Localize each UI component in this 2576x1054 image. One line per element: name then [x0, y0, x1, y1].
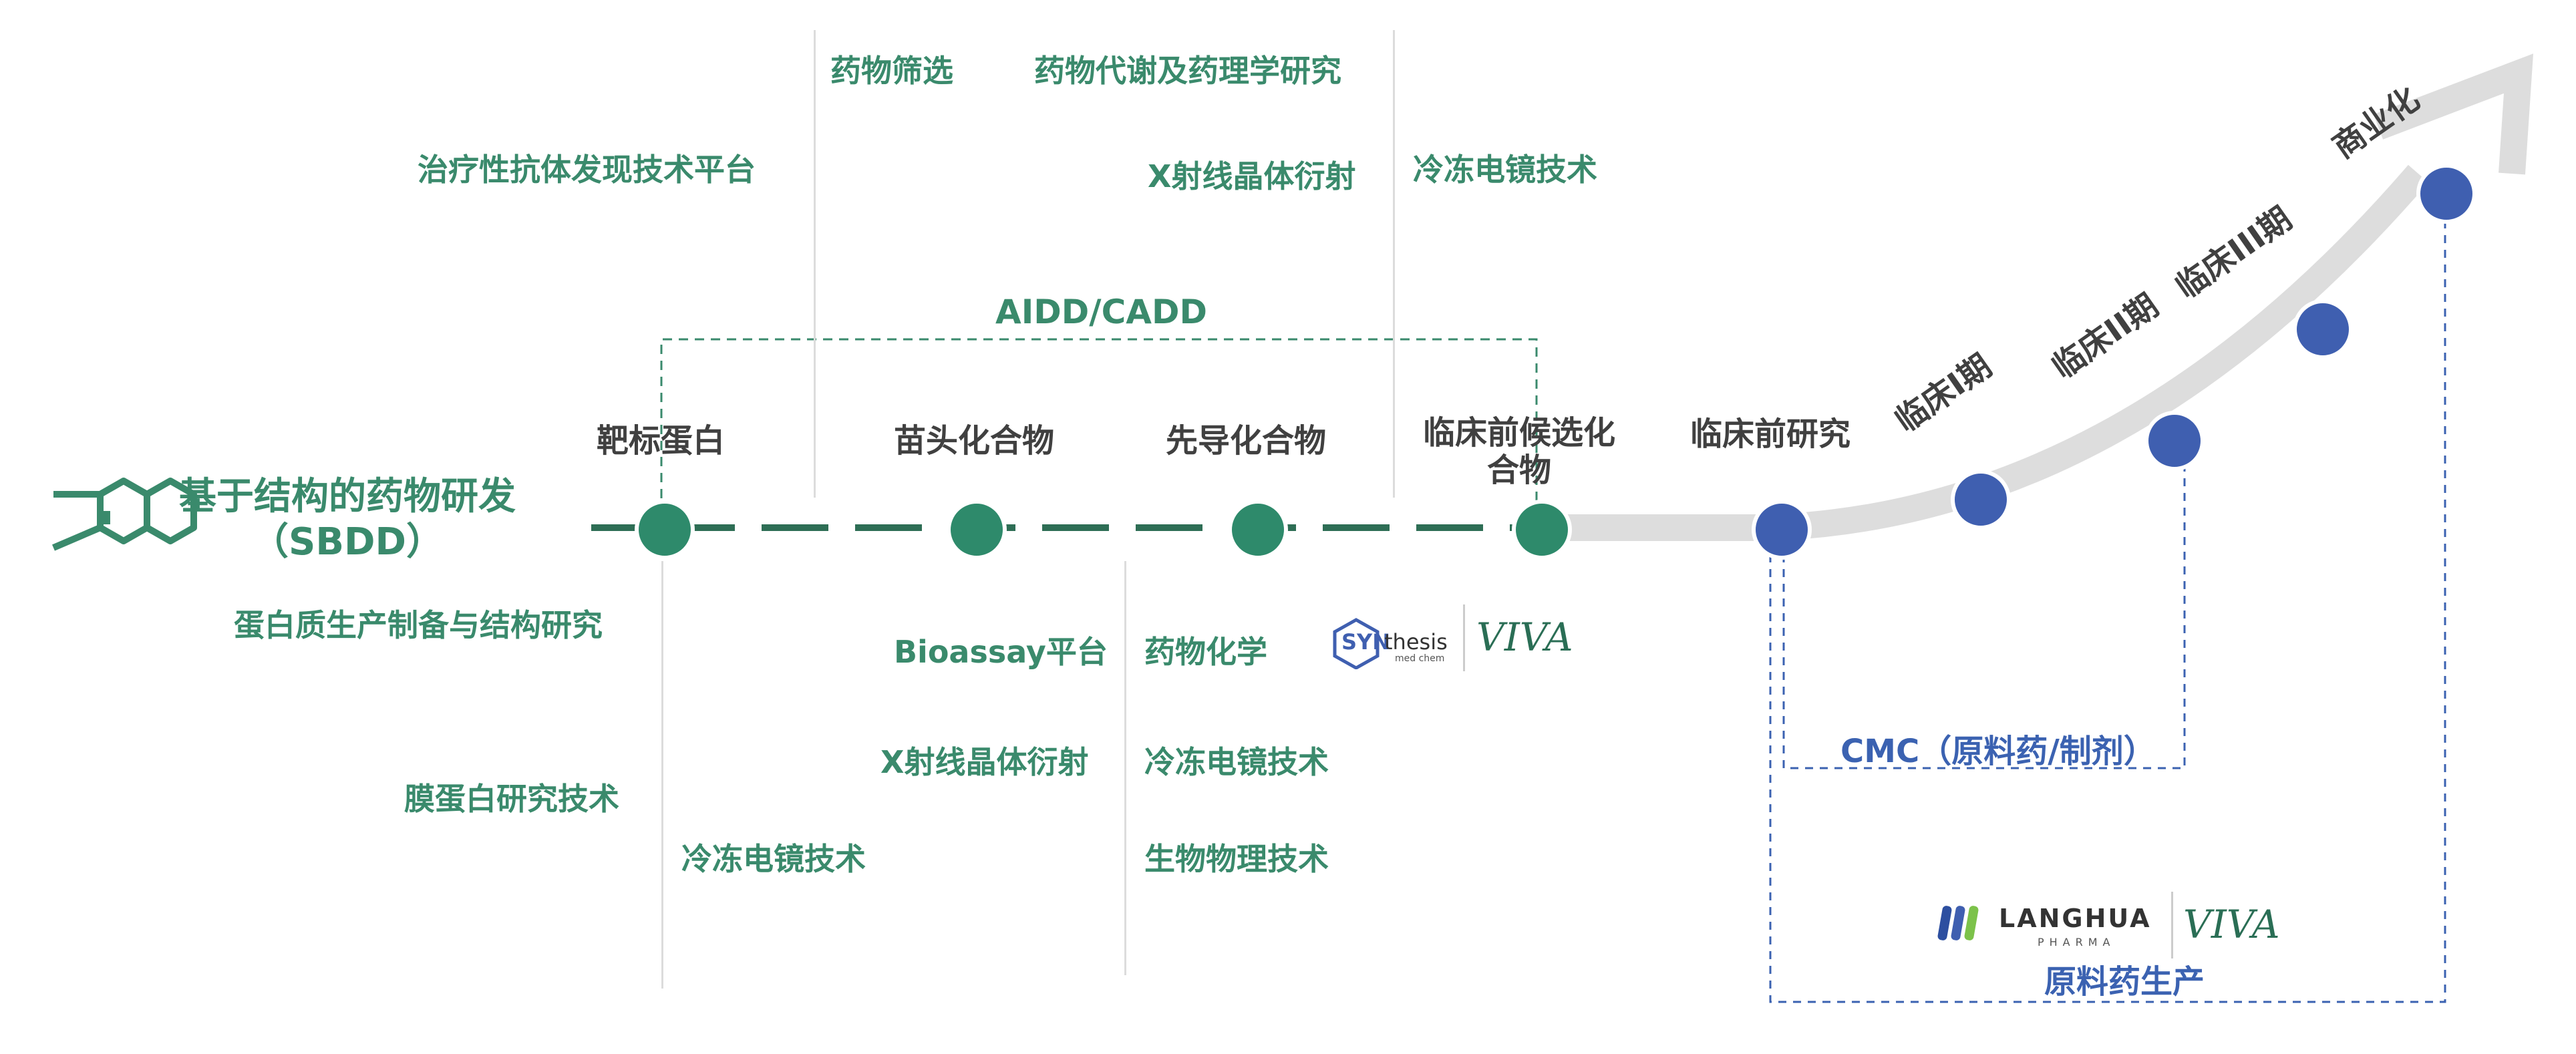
divider-upper-2: [1393, 30, 1395, 498]
stage-preclinical-candidate-line2: 合物: [1487, 452, 1552, 489]
api-label: 原料药生产: [2044, 963, 2205, 1001]
tech-xray-mid: X射线晶体衍射: [880, 744, 1089, 780]
title-sbdd: 基于结构的药物研发 （SBDD）: [179, 474, 516, 565]
title-line2: （SBDD）: [251, 520, 444, 564]
node-clinical-2: [2144, 411, 2205, 471]
tech-medchem: 药物化学: [1144, 634, 1267, 670]
api-bracket: [1769, 214, 2446, 1003]
title-line1: 基于结构的药物研发: [179, 475, 516, 518]
node-target-protein: [635, 500, 695, 560]
synthesis-hexagon-icon: [1333, 618, 1380, 669]
node-clinical-3: [2293, 299, 2353, 359]
cmc-label: CMC（原料药/制剂）: [1840, 733, 2156, 770]
viva-logo-1: VIVA: [1476, 614, 1573, 660]
tech-cryo-em-right: 冷冻电镜技术: [1144, 744, 1329, 780]
tech-biophysics: 生物物理技术: [1144, 841, 1329, 877]
tech-bioassay: Bioassay平台: [894, 634, 1108, 670]
stage-preclinical-candidate-line1: 临床前候选化: [1423, 414, 1616, 452]
synthesis-thesis-text: thesis: [1384, 629, 1448, 655]
stage-target-protein: 靶标蛋白: [597, 422, 726, 460]
divider-lower-2: [1124, 561, 1126, 975]
stage-preclinical-research: 临床前研究: [1690, 415, 1851, 453]
stage-lead-compound: 先导化合物: [1166, 422, 1327, 460]
tech-protein-production: 蛋白质生产制备与结构研究: [234, 607, 603, 643]
tech-membrane-protein: 膜蛋白研究技术: [404, 781, 619, 817]
divider-lower-1: [661, 561, 663, 989]
node-preclinical-research: [1752, 500, 1812, 560]
grey-progress-track: [1543, 164, 2429, 541]
langhua-sub-text: PHARMA: [2038, 936, 2116, 948]
langhua-text: LANGHUA: [1999, 904, 2152, 933]
synthesis-sub-text: med chem: [1395, 653, 1445, 664]
tech-cryo-em-top: 冷冻电镜技术: [1413, 152, 1597, 188]
node-hit-compound: [947, 500, 1007, 560]
tech-xray-top: X射线晶体衍射: [1148, 158, 1356, 194]
node-preclinical-candidate: [1512, 500, 1572, 560]
stage-hit-compound: 苗头化合物: [894, 422, 1055, 460]
stage-preclinical-candidate: 临床前候选化 合物: [1423, 414, 1615, 489]
logo-divider-1: [1463, 604, 1465, 671]
langhua-mark-icon: [1937, 906, 1979, 940]
arrow-head: [2373, 53, 2534, 175]
tech-cryo-em-left: 冷冻电镜技术: [681, 841, 866, 877]
synthesis-logo: SYN thesis med chem: [1329, 614, 1483, 671]
node-clinical-1: [1951, 470, 2011, 530]
tech-dmpk: 药物代谢及药理学研究: [1034, 53, 1341, 89]
tech-drug-screening: 药物筛选: [830, 53, 953, 89]
molecule-icon: [52, 478, 197, 551]
node-commercial: [2416, 164, 2476, 224]
langhua-logo: LANGHUA PHARMA: [1937, 898, 2158, 952]
aidd-label: AIDD/CADD: [995, 293, 1207, 331]
logo-divider-2: [2171, 892, 2173, 958]
divider-upper-1: [814, 30, 816, 498]
aidd-bracket: [660, 338, 1538, 514]
tech-antibody-platform: 治疗性抗体发现技术平台: [418, 152, 756, 188]
viva-logo-2: VIVA: [2183, 902, 2280, 947]
node-lead-compound: [1228, 500, 1288, 560]
synthesis-syn-text: SYN: [1341, 629, 1390, 655]
cmc-bracket: [1782, 454, 2186, 769]
